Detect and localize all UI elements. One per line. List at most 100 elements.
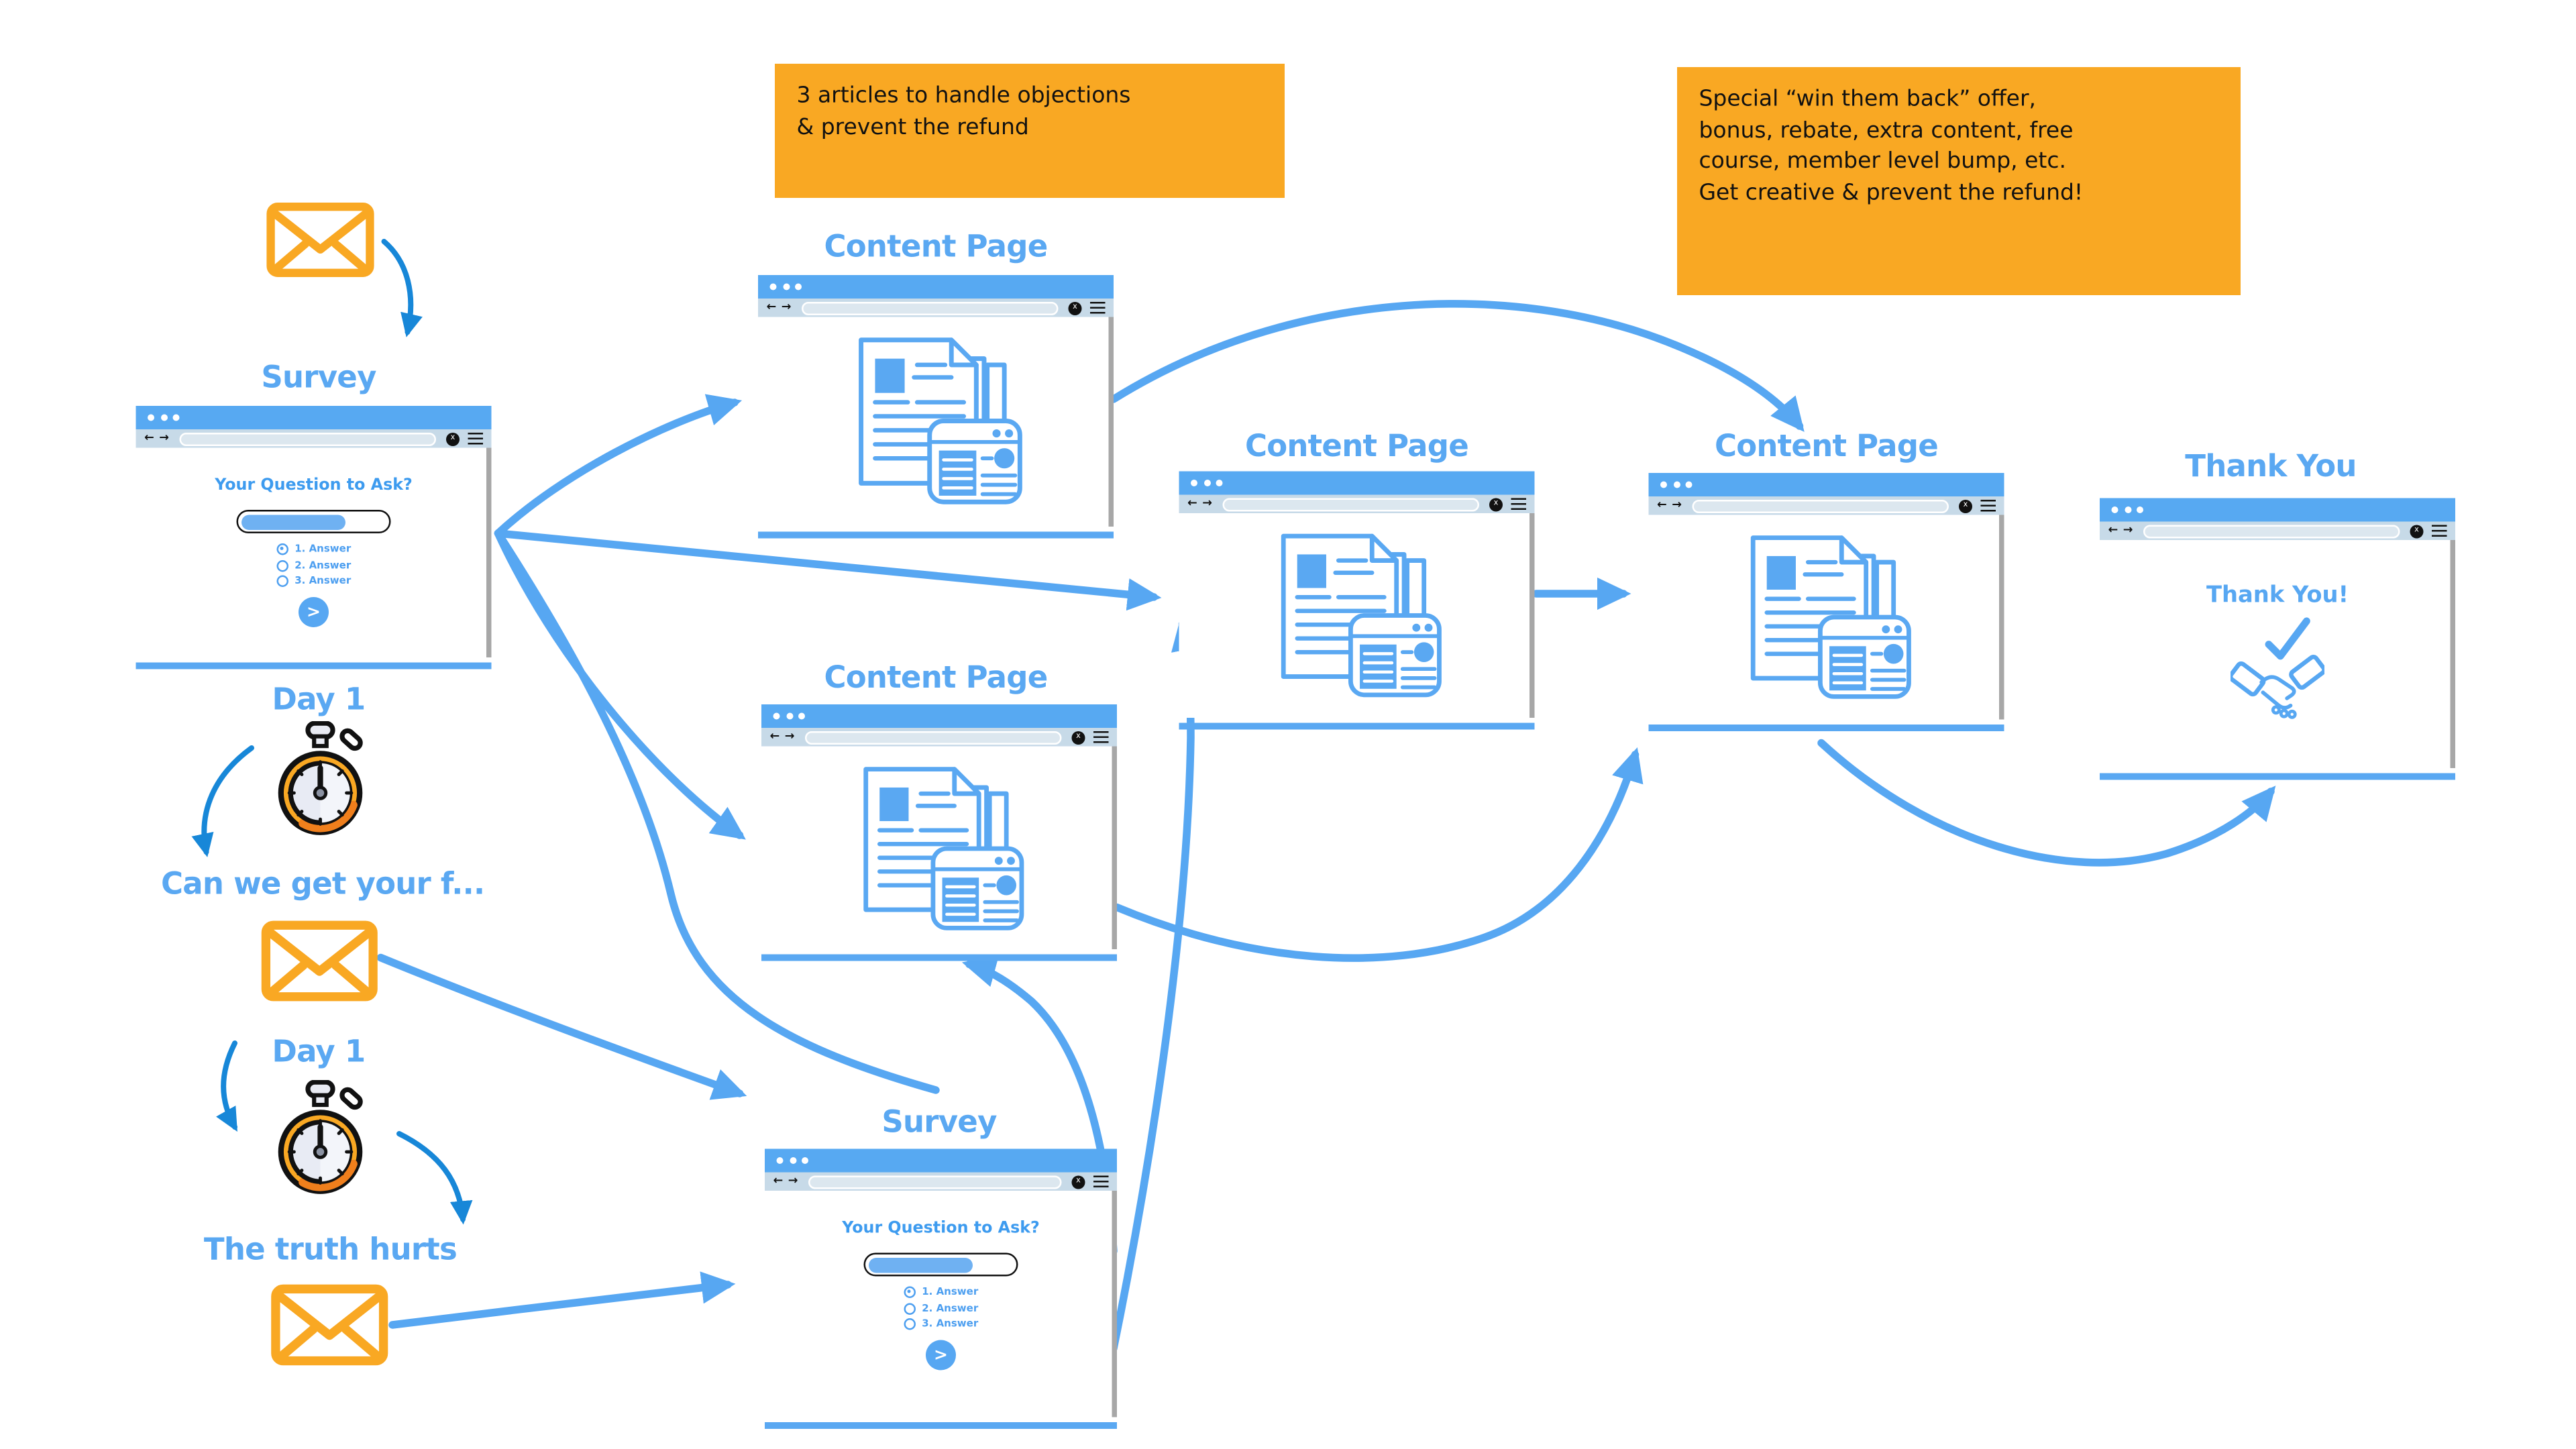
forward-icon[interactable]: → [2123, 523, 2133, 537]
menu-icon[interactable] [1093, 731, 1109, 743]
arrow-content4-to-content3 [1113, 747, 1644, 962]
scrollbar[interactable] [1528, 513, 1535, 718]
back-icon[interactable]: ← [773, 1174, 784, 1187]
scrollbar[interactable] [1108, 317, 1114, 527]
label-content-page-3: Content Page [1714, 429, 1939, 465]
forward-icon[interactable]: → [788, 1174, 798, 1187]
window-title-bar [761, 704, 1117, 728]
window-toolbar: ← → x [1648, 496, 2004, 515]
window-toolbar: ← → x [1179, 494, 1535, 513]
arrow-survey2-to-content2 [1110, 616, 1203, 1352]
arrow-content1-to-content3 [1110, 300, 1805, 432]
close-button[interactable]: x [446, 431, 460, 445]
email-icon-1 [265, 201, 376, 278]
arrow-email2-to-survey2 [376, 953, 747, 1100]
url-bar[interactable] [1691, 498, 1949, 513]
back-icon[interactable]: ← [1657, 498, 1667, 512]
url-bar[interactable] [178, 431, 436, 445]
url-bar[interactable] [2143, 524, 2400, 538]
url-bar[interactable] [808, 1175, 1062, 1189]
url-bar[interactable] [1222, 497, 1479, 511]
label-email-feedback: Can we get your f... [161, 867, 485, 903]
arrow-email2-to-timer2 [216, 1040, 237, 1132]
stopwatch-icon-2 [265, 1080, 376, 1197]
window-bottom-accent [761, 954, 1117, 961]
answer-slider[interactable] [863, 1252, 1018, 1277]
window-toolbar: ← → x [765, 1172, 1117, 1191]
url-bar[interactable] [804, 730, 1062, 744]
back-icon[interactable]: ← [1187, 496, 1197, 510]
window-title-bar [765, 1148, 1117, 1173]
scrollbar[interactable] [1998, 515, 2004, 720]
forward-icon[interactable]: → [1202, 496, 1212, 510]
menu-icon[interactable] [2432, 525, 2447, 537]
radio-option-1[interactable]: 1. Answer [276, 543, 351, 555]
close-button[interactable]: x [1959, 498, 1972, 513]
content-window-1: ← → x [758, 275, 1114, 539]
label-content-page-2: Content Page [1244, 429, 1469, 465]
menu-icon[interactable] [1980, 500, 1996, 512]
menu-icon[interactable] [1511, 498, 1526, 510]
window-bottom-accent [136, 662, 492, 669]
close-button[interactable]: x [1071, 1175, 1085, 1189]
thank-you-window: ← → x Thank You! [2100, 498, 2455, 780]
forward-icon[interactable]: → [159, 431, 169, 445]
arrow-survey1-to-content4 [494, 529, 746, 840]
arrow-timer1-to-email2 [191, 745, 254, 857]
radio-option-3[interactable]: 3. Answer [276, 575, 351, 588]
label-content-page-4: Content Page [824, 661, 1048, 696]
window-title-bar [136, 406, 492, 429]
next-button[interactable]: > [299, 597, 329, 628]
close-button[interactable]: x [2410, 524, 2424, 538]
close-button[interactable]: x [1489, 497, 1503, 511]
thank-you-page: Thank You! [2100, 540, 2455, 768]
arrow-timer2-to-email3 [396, 1131, 473, 1225]
answer-slider[interactable] [236, 510, 391, 533]
menu-icon[interactable] [1090, 302, 1106, 314]
radio-option-1[interactable]: 1. Answer [903, 1286, 979, 1299]
content-window-2: ← → x [1179, 471, 1535, 730]
radio-label: 1. Answer [922, 1286, 979, 1299]
next-button[interactable]: > [926, 1340, 956, 1371]
radio-option-3[interactable]: 3. Answer [903, 1318, 979, 1330]
close-button[interactable]: x [1068, 301, 1082, 315]
label-day1-second: Day 1 [272, 1034, 366, 1071]
forward-icon[interactable]: → [784, 729, 795, 743]
content-window-4: ← → x [761, 704, 1117, 961]
back-icon[interactable]: ← [2108, 523, 2118, 537]
survey-page: Your Question to Ask? 1. Answer 2. Answe… [136, 448, 492, 658]
article-illustration-icon [1734, 532, 1919, 703]
forward-icon[interactable]: → [781, 300, 792, 314]
back-icon[interactable]: ← [766, 300, 777, 314]
scrollbar[interactable] [1111, 746, 1117, 949]
window-toolbar: ← → x [758, 299, 1114, 317]
url-bar[interactable] [801, 301, 1059, 315]
close-button[interactable]: x [1071, 730, 1085, 744]
menu-icon[interactable] [468, 433, 483, 445]
back-icon[interactable]: ← [769, 729, 780, 743]
survey-question: Your Question to Ask? [842, 1219, 1040, 1238]
radio-option-2[interactable]: 2. Answer [903, 1302, 978, 1314]
arrow-survey1-to-content2 [494, 529, 1162, 611]
window-title-bar [1648, 473, 2004, 496]
arrow-email1-to-survey1 [381, 239, 423, 337]
label-email-truth: The truth hurts [203, 1232, 458, 1269]
window-title-bar [758, 275, 1114, 299]
radio-label: 2. Answer [294, 559, 352, 572]
window-bottom-accent [1648, 724, 2004, 731]
label-content-page-1: Content Page [824, 229, 1048, 266]
back-icon[interactable]: ← [144, 431, 154, 445]
scrollbar[interactable] [1111, 1191, 1117, 1417]
article-illustration-icon [1265, 530, 1449, 701]
menu-icon[interactable] [1093, 1175, 1109, 1187]
label-thank-you: Thank You [2185, 449, 2357, 485]
forward-icon[interactable]: → [1672, 498, 1682, 512]
radio-label: 3. Answer [922, 1318, 979, 1330]
scrollbar[interactable] [485, 447, 492, 657]
scrollbar[interactable] [2449, 540, 2455, 768]
window-bottom-accent [765, 1422, 1117, 1429]
window-toolbar: ← → x [136, 429, 492, 448]
handshake-icon [2231, 614, 2324, 724]
radio-option-2[interactable]: 2. Answer [276, 559, 352, 572]
